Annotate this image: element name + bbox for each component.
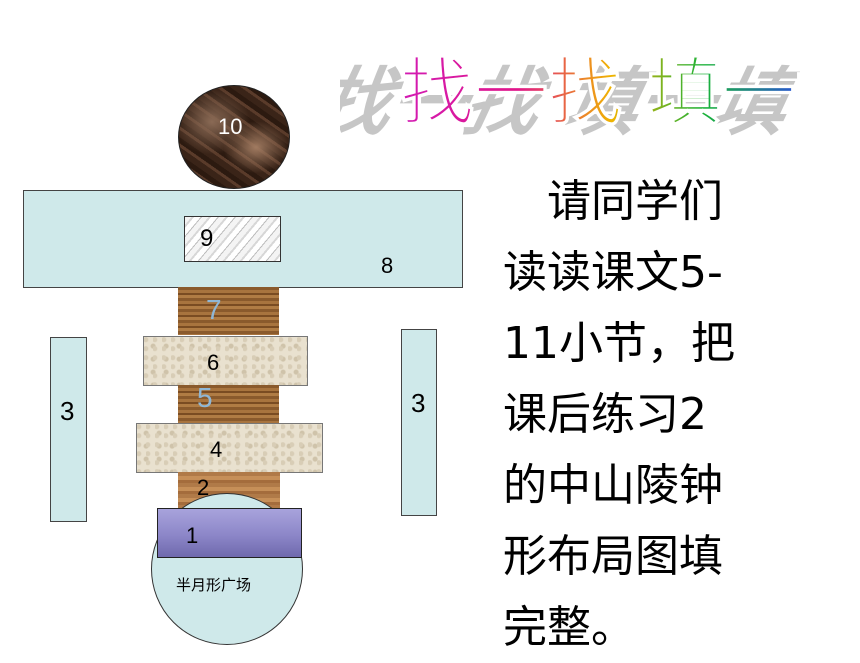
title-wordart: 找一找 填一填 找一找 填一填 — [340, 50, 800, 147]
half-moon-label: 半月形广场 — [176, 576, 252, 594]
item-3-right-bar — [401, 329, 437, 516]
label-6: 6 — [207, 350, 220, 375]
label-10: 10 — [218, 114, 243, 139]
label-3-left: 3 — [60, 396, 75, 426]
item-6-rect — [143, 336, 308, 386]
item-5-rect — [178, 385, 279, 423]
label-9: 9 — [200, 225, 214, 252]
item-3-left-bar — [50, 337, 87, 522]
item-4-rect — [136, 423, 323, 473]
label-1: 1 — [186, 523, 199, 548]
title-shadow: 找一找 填一填 — [340, 61, 800, 146]
instruction-line-1: 请同学们 — [503, 176, 723, 227]
instruction-text: 请同学们 读读课文5- 11小节，把 课后练习2 的中山陵钟 形布局图填 完整。 — [503, 166, 823, 663]
title-text: 找一找 填一填 — [400, 50, 800, 136]
instruction-line-7: 完整。 — [503, 602, 635, 653]
label-7: 7 — [206, 294, 222, 325]
label-5: 5 — [197, 382, 213, 413]
label-2: 2 — [197, 475, 210, 500]
instruction-line-6: 形布局图填 — [503, 531, 723, 582]
label-8: 8 — [381, 253, 394, 278]
label-4: 4 — [210, 437, 223, 462]
item-10-circle — [178, 85, 290, 189]
instruction-line-4: 课后练习2 — [503, 389, 707, 440]
item-7-rect — [178, 287, 279, 335]
item-1-rect — [157, 508, 302, 558]
instruction-line-5: 的中山陵钟 — [503, 460, 723, 511]
item-9-rect — [184, 216, 281, 262]
instruction-line-3: 11小节，把 — [503, 318, 735, 369]
label-3-right: 3 — [411, 388, 426, 418]
instruction-line-2: 读读课文5- — [503, 247, 723, 298]
